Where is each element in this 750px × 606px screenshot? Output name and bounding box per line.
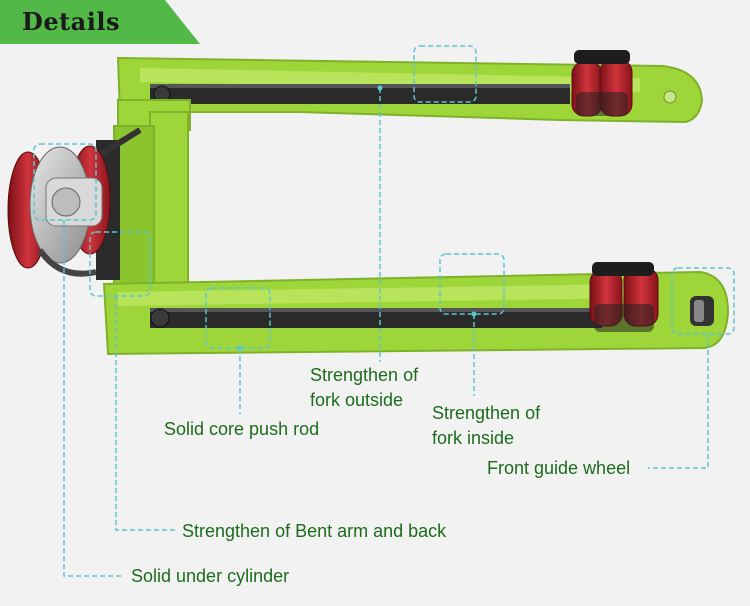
highlight-fork-outside (413, 45, 477, 103)
label-fork-outside-line2: fork outside (310, 390, 404, 410)
details-banner (0, 0, 200, 44)
upper-fork-hole (663, 90, 677, 104)
lower-load-rollers (589, 262, 659, 332)
highlight-guide-wheel (671, 267, 735, 335)
leader-bent-arm (115, 296, 176, 531)
steering-wheel-assembly (7, 145, 111, 277)
label-fork-outside-line1: Strengthen of (310, 365, 419, 385)
label-cylinder: Solid under cylinder (131, 566, 290, 586)
highlight-cylinder (33, 143, 97, 221)
label-fork-inside-line2: fork inside (432, 428, 515, 448)
label-push-rod: Solid core push rod (164, 419, 320, 439)
lower-strengthen-bar (150, 308, 602, 328)
label-bent-arm: Strengthen of Bent arm and back (182, 521, 447, 541)
page-title: Details (22, 7, 120, 36)
leader-guide-wheel (648, 334, 709, 469)
label-fork-inside-line1: Strengthen of (432, 403, 541, 423)
frame-center (96, 99, 191, 287)
upper-fork (116, 56, 704, 124)
upper-load-rollers (571, 50, 633, 117)
leader-cylinder (63, 220, 124, 577)
label-guide-wheel: Front guide wheel (487, 458, 631, 478)
highlight-bent-arm (89, 231, 151, 297)
lower-fork (102, 270, 730, 356)
upper-strengthen-bar (150, 84, 570, 104)
